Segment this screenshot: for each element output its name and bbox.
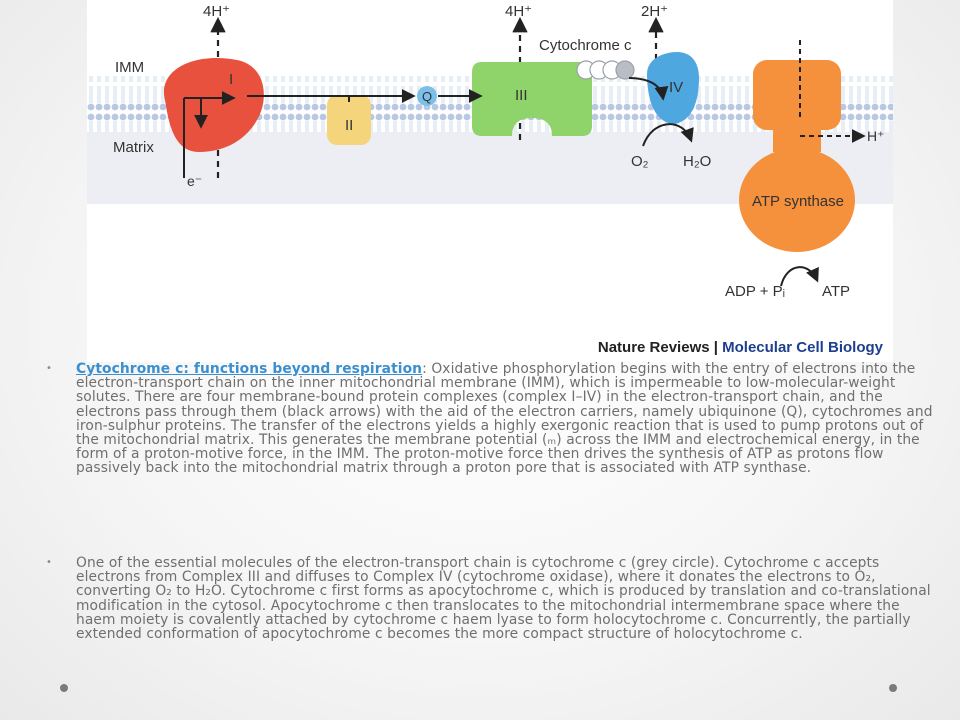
complex-iv xyxy=(647,52,699,124)
label-complex-ii: II xyxy=(345,117,353,134)
label-adp: ADP + Pᵢ xyxy=(725,283,785,300)
bullet-1: • Cytochrome c: functions beyond respira… xyxy=(40,362,940,476)
bullet-marker: • xyxy=(46,557,52,568)
complex-i xyxy=(163,57,264,152)
bullet-1-body: : Oxidative phosphorylation begins with … xyxy=(76,361,933,477)
label-o2: O₂ xyxy=(631,153,649,170)
label-h-mid: 4H⁺ xyxy=(505,3,532,20)
oxygen-arrow xyxy=(642,123,694,147)
electron-arrow xyxy=(628,77,669,101)
etc-diagram: 4H⁺ 4H⁺ 2H⁺ Cytochrome c IMM Matrix e⁻ I… xyxy=(87,0,893,362)
label-complex-iv: IV xyxy=(669,79,683,96)
article-link[interactable]: Cytochrome c: functions beyond respirati… xyxy=(76,361,423,377)
label-matrix: Matrix xyxy=(113,139,154,156)
atp-synthase-stalk xyxy=(753,60,841,130)
label-electron: e⁻ xyxy=(187,173,202,189)
adp-arrow xyxy=(780,266,819,287)
label-complex-iii: III xyxy=(515,87,528,104)
bullet-1-text: Cytochrome c: functions beyond respirati… xyxy=(76,362,940,476)
complex-ii xyxy=(327,95,371,145)
slide-corner-dot-right xyxy=(889,684,897,692)
bullet-2-body: One of the essential molecules of the el… xyxy=(76,555,931,643)
label-imm: IMM xyxy=(115,59,144,76)
label-complex-i: I xyxy=(229,71,233,88)
credit-separator: | xyxy=(713,339,718,356)
bullet-2: • One of the essential molecules of the … xyxy=(40,556,940,641)
label-h-right: 2H⁺ xyxy=(641,3,668,20)
label-atp: ATP xyxy=(822,283,850,300)
bullet-marker: • xyxy=(46,363,52,374)
label-atp-synthase: ATP synthase xyxy=(752,193,844,210)
label-h-left: 4H⁺ xyxy=(203,3,230,20)
complex-iii xyxy=(472,62,592,136)
slide-corner-dot-left xyxy=(60,684,68,692)
bullet-2-text: One of the essential molecules of the el… xyxy=(76,556,940,641)
atp-synthase-head xyxy=(739,148,855,252)
label-q: Q xyxy=(422,89,432,104)
credit-publisher: Nature Reviews xyxy=(597,339,710,356)
cytochrome-c-circle xyxy=(615,60,635,80)
figure-credit: Nature Reviews | Molecular Cell Biology xyxy=(598,339,883,356)
etc-diagram-svg: 4H⁺ 4H⁺ 2H⁺ Cytochrome c IMM Matrix e⁻ I… xyxy=(87,3,893,300)
credit-journal: Molecular Cell Biology xyxy=(722,339,883,356)
ubiquinone-q xyxy=(417,86,437,106)
label-cytochrome-c: Cytochrome c xyxy=(539,37,632,54)
label-h2o: H₂O xyxy=(683,153,711,170)
label-h-plus: H⁺ xyxy=(867,128,885,144)
